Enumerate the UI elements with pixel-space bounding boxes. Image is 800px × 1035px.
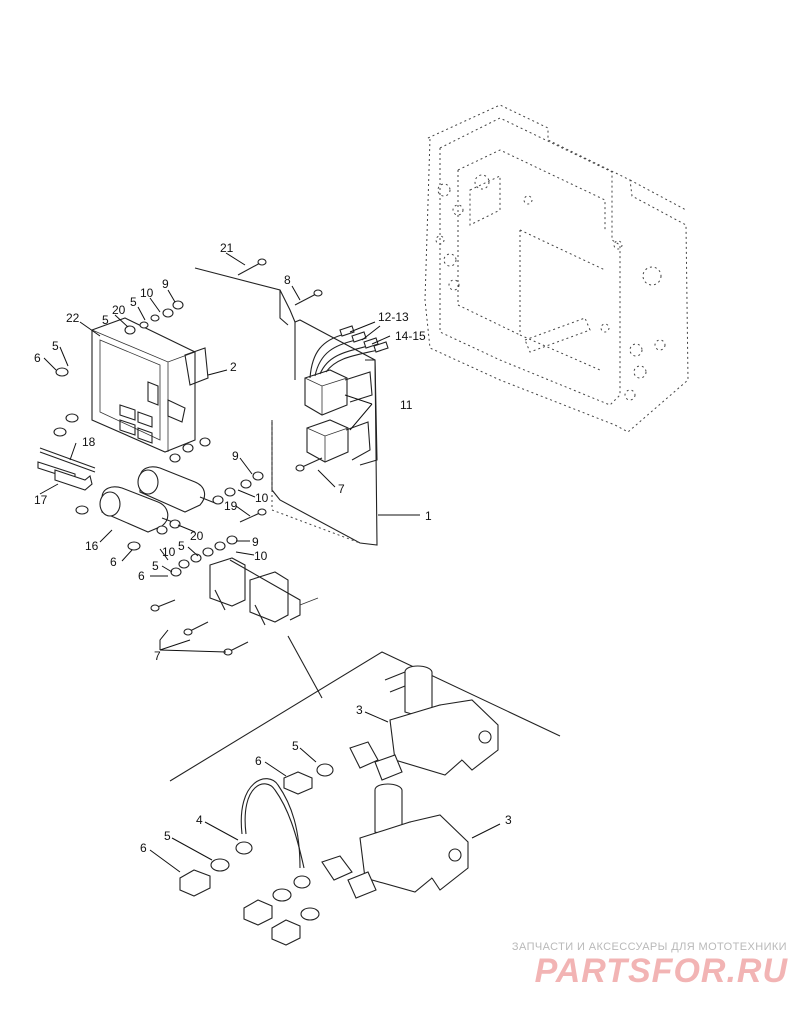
starter-solenoid-upper bbox=[349, 665, 499, 781]
callout-12-13: 12-13 bbox=[378, 310, 409, 324]
callout-6: 6 bbox=[140, 841, 147, 855]
solenoid-upper bbox=[137, 466, 216, 513]
screw-8 bbox=[294, 289, 323, 306]
callout-9: 9 bbox=[252, 535, 259, 549]
housing-box bbox=[424, 104, 689, 433]
washers-top bbox=[53, 300, 184, 515]
callout-5: 5 bbox=[152, 559, 159, 573]
callout-5: 5 bbox=[292, 739, 299, 753]
callout-5: 5 bbox=[164, 829, 171, 843]
callout-1: 1 bbox=[425, 509, 432, 523]
control-module bbox=[91, 317, 209, 453]
washers-middle bbox=[127, 437, 264, 551]
callout-22: 22 bbox=[66, 311, 80, 325]
callout-6: 6 bbox=[255, 754, 262, 768]
screw-7a bbox=[295, 457, 323, 472]
callout-20: 20 bbox=[190, 529, 204, 543]
callout-3: 3 bbox=[356, 703, 363, 717]
callout-10: 10 bbox=[255, 491, 269, 505]
callout-6: 6 bbox=[138, 569, 145, 583]
screw-7b bbox=[150, 599, 249, 656]
leader-lines bbox=[39, 252, 501, 873]
screw-21 bbox=[237, 258, 267, 276]
detail-view-frame bbox=[169, 635, 561, 782]
callout-5: 5 bbox=[52, 339, 59, 353]
relay-bracket-assembly bbox=[209, 557, 319, 626]
callout-11: 11 bbox=[400, 398, 413, 412]
callout-18: 18 bbox=[82, 435, 96, 449]
callout-7: 7 bbox=[154, 649, 161, 663]
callout-20: 20 bbox=[112, 303, 126, 317]
callout-8: 8 bbox=[284, 273, 291, 287]
callout-6: 6 bbox=[34, 351, 41, 365]
callout-10: 10 bbox=[254, 549, 268, 563]
callout-16: 16 bbox=[85, 539, 99, 553]
callout-labels: 21 8 9 10 5 20 22 5 5 6 2 12-13 14-15 11… bbox=[34, 241, 512, 855]
relay-lower bbox=[306, 419, 371, 463]
nuts-detail bbox=[179, 763, 334, 946]
screw-19 bbox=[239, 508, 267, 523]
callout-9: 9 bbox=[162, 277, 169, 291]
callout-4: 4 bbox=[196, 813, 203, 827]
callout-2: 2 bbox=[230, 360, 237, 374]
callout-5: 5 bbox=[178, 539, 185, 553]
watermark-tagline: ЗАПЧАСТИ И АКСЕССУАРЫ ДЛЯ МОТОТЕХНИКИ bbox=[511, 941, 787, 953]
callout-14-15: 14-15 bbox=[395, 329, 426, 343]
callout-10: 10 bbox=[140, 286, 154, 300]
callout-3: 3 bbox=[505, 813, 512, 827]
callout-5: 5 bbox=[102, 313, 109, 327]
relay-upper bbox=[304, 369, 373, 416]
callout-9: 9 bbox=[232, 449, 239, 463]
callout-17: 17 bbox=[34, 493, 48, 507]
mounting-plate bbox=[194, 267, 378, 546]
callout-21: 21 bbox=[220, 241, 234, 255]
callout-5: 5 bbox=[130, 295, 137, 309]
watermark-logo: PARTSFOR.RU bbox=[535, 952, 789, 988]
callout-10: 10 bbox=[162, 545, 176, 559]
callout-7: 7 bbox=[338, 482, 345, 496]
callout-6: 6 bbox=[110, 555, 117, 569]
fuse-17 bbox=[54, 469, 93, 491]
wire-harness bbox=[309, 325, 389, 379]
jumper-cable-4 bbox=[235, 778, 311, 889]
starter-solenoid-lower bbox=[321, 783, 469, 899]
watermark-logo-text: PARTSFOR.RU bbox=[535, 952, 789, 988]
callout-19: 19 bbox=[224, 499, 238, 513]
